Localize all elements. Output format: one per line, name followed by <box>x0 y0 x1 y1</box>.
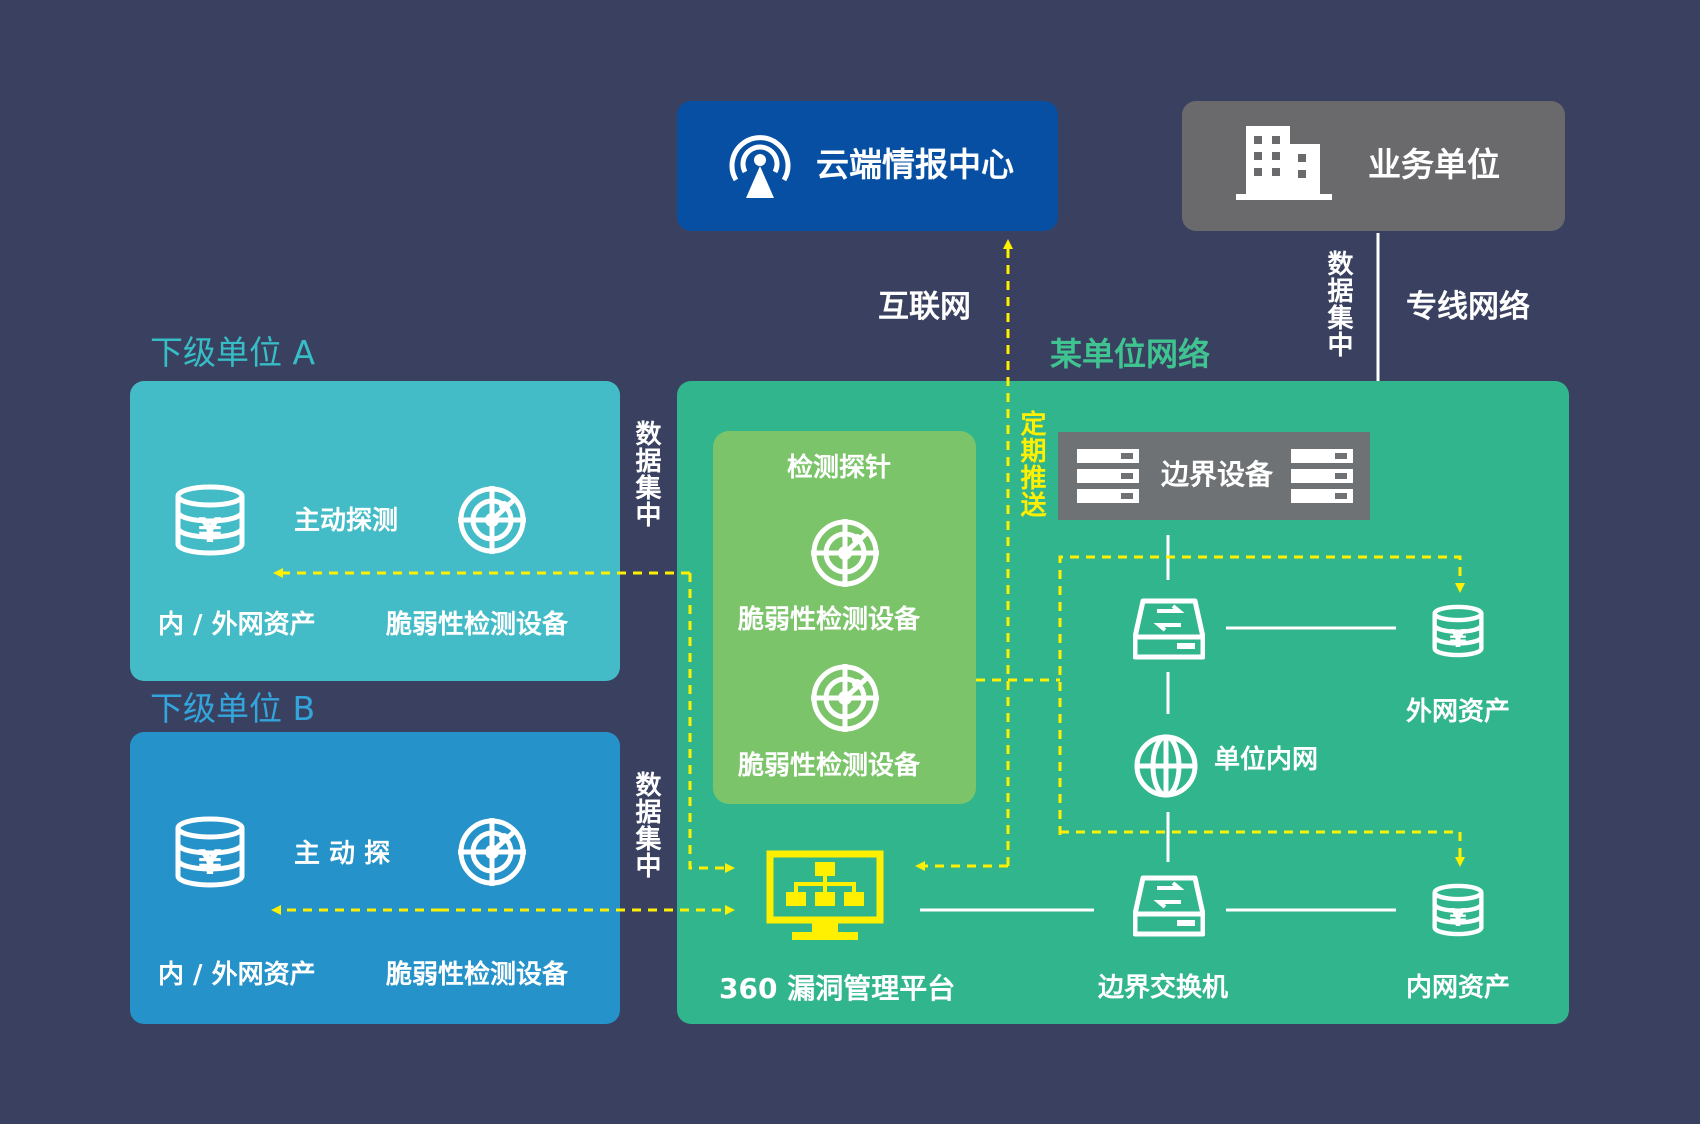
unit-b-probe-label: 主 动 探 <box>294 839 391 869</box>
radar-scan-icon <box>811 664 879 732</box>
unit-a-asset-label: 内 / 外网资产 <box>158 610 316 640</box>
unit-b-panel <box>130 732 620 1024</box>
internet-label: 互联网 <box>878 289 971 325</box>
globe-icon <box>1134 734 1198 798</box>
unit-b-device-label: 脆弱性检测设备 <box>386 960 569 990</box>
database-yen-icon: ¥ <box>1432 604 1484 658</box>
svg-text:¥: ¥ <box>1449 624 1466 653</box>
unit-a-data-collect-label: 数据集中 <box>631 420 661 528</box>
cloud-intel-label: 云端情报中心 <box>816 145 1014 184</box>
border-switch-label: 边界交换机 <box>1098 973 1229 1003</box>
database-yen-icon: ¥ <box>175 484 245 556</box>
probe-device-2-label: 脆弱性检测设备 <box>738 751 921 781</box>
radar-scan-icon <box>811 519 879 587</box>
intranet-label: 单位内网 <box>1214 745 1319 775</box>
border-device-label: 边界设备 <box>1161 458 1274 491</box>
probe-device-1-label: 脆弱性检测设备 <box>738 605 921 635</box>
network-switch-icon <box>1133 598 1205 660</box>
unit-b-asset-label: 内 / 外网资产 <box>158 960 316 990</box>
network-switch-icon <box>1133 875 1205 937</box>
radar-scan-icon <box>458 818 526 886</box>
external-asset-label: 外网资产 <box>1406 697 1511 727</box>
internal-asset-label: 内网资产 <box>1406 973 1511 1003</box>
unit-a-title: 下级单位 A <box>150 333 316 372</box>
monitor-network-icon <box>766 850 884 940</box>
database-yen-icon: ¥ <box>175 816 245 888</box>
server-rack-icon <box>1291 449 1353 503</box>
radar-tower-icon <box>729 135 791 198</box>
platform-label: 360 漏洞管理平台 <box>719 972 956 1005</box>
dedicated-line-label: 专线网络 <box>1406 289 1530 325</box>
svg-text:¥: ¥ <box>198 843 222 883</box>
radar-scan-icon <box>458 486 526 554</box>
main-network-title: 某单位网络 <box>1050 335 1211 373</box>
probe-panel <box>713 431 976 804</box>
svg-text:¥: ¥ <box>1449 903 1466 932</box>
unit-b-data-collect-label: 数据集中 <box>631 771 661 879</box>
unit-a-device-label: 脆弱性检测设备 <box>386 610 569 640</box>
push-label: 定期推送 <box>1016 410 1046 518</box>
probe-panel-title: 检测探针 <box>787 453 892 483</box>
database-yen-icon: ¥ <box>1432 883 1484 937</box>
unit-b-title: 下级单位 B <box>150 689 316 728</box>
top-data-collect-label: 数据集中 <box>1323 250 1353 358</box>
unit-a-panel <box>130 381 620 681</box>
server-rack-icon <box>1077 449 1139 503</box>
svg-text:¥: ¥ <box>198 511 222 551</box>
business-unit-box <box>1182 101 1565 231</box>
unit-a-probe-label: 主动探测 <box>294 506 399 536</box>
business-unit-label: 业务单位 <box>1368 145 1500 184</box>
building-icon <box>1236 126 1332 200</box>
